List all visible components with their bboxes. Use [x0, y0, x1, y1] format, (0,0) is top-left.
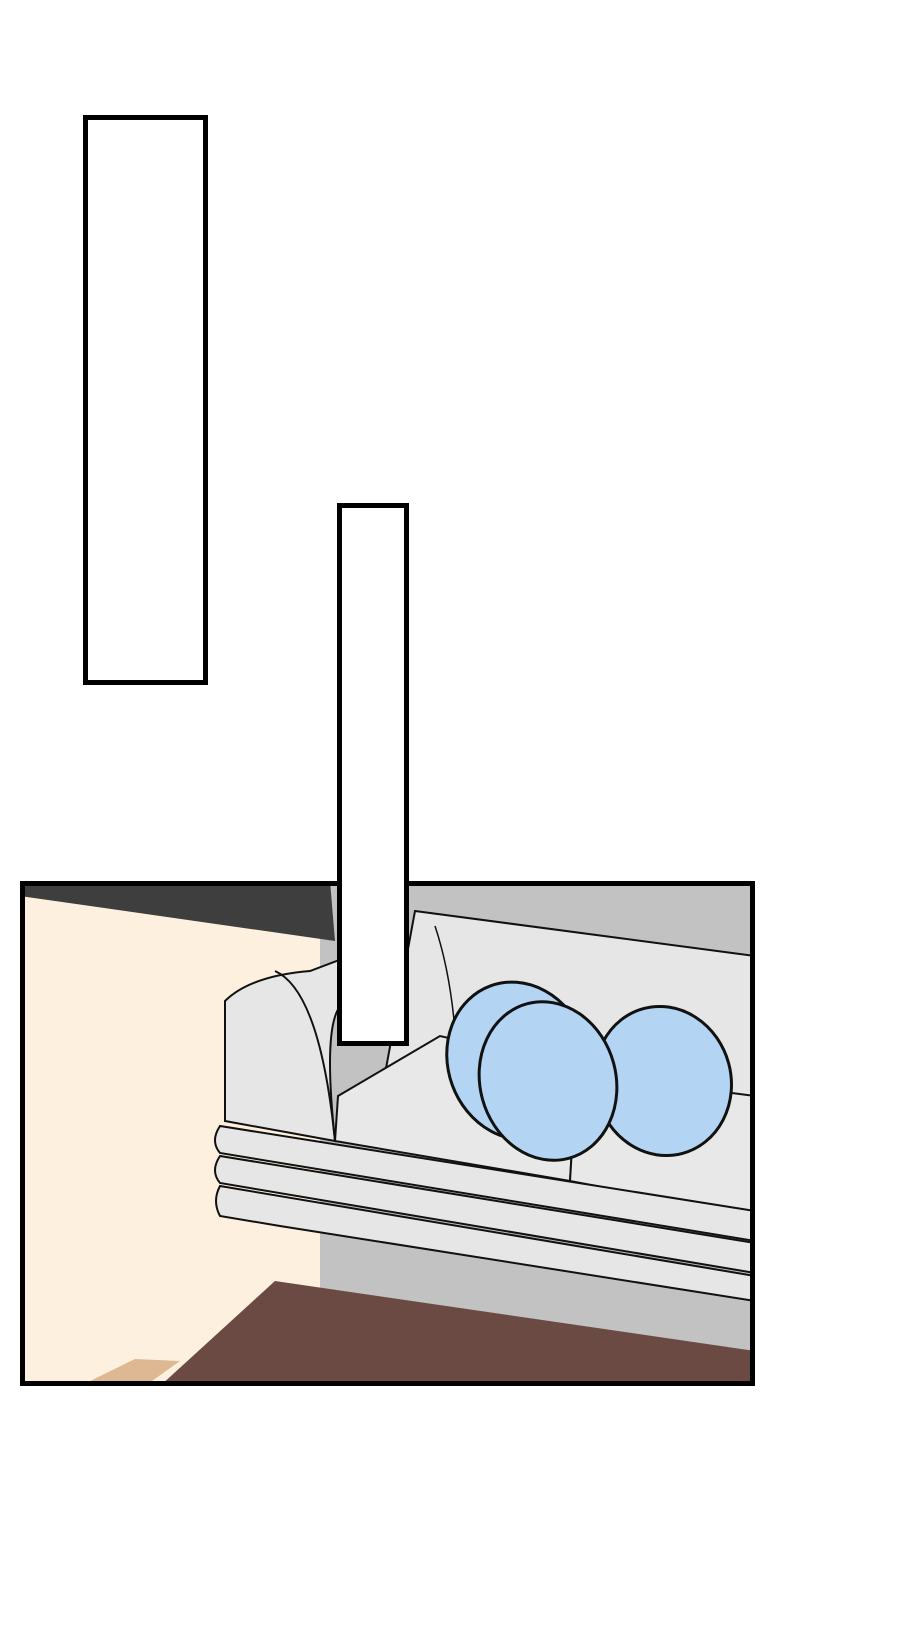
ceiling-strip: [20, 881, 335, 941]
empty-speech-box-left: [83, 115, 208, 685]
coffee-table: [160, 1281, 755, 1386]
blue-cushions: [445, 980, 733, 1162]
floor-accent: [80, 1359, 180, 1386]
empty-speech-box-middle: [337, 503, 409, 1046]
